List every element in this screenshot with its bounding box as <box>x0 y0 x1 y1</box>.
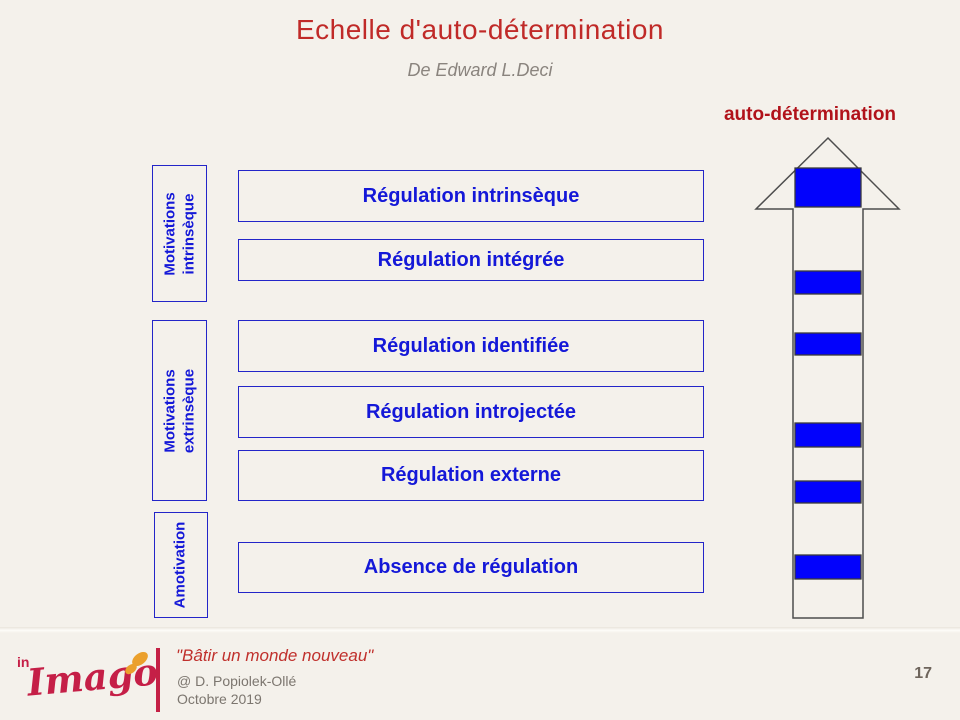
footer-quote: "Bâtir un monde nouveau" <box>176 646 374 665</box>
up-arrow <box>754 136 901 619</box>
arrow-band <box>794 480 862 504</box>
footer-divider <box>0 627 960 633</box>
scale-box-regulation-integree: Régulation intégrée <box>238 239 704 281</box>
scale-box-regulation-introjectee: Régulation introjectée <box>238 386 704 438</box>
scale-box-absence-de-regulation: Absence de régulation <box>238 542 704 593</box>
group-box-amotivation: Amotivation <box>154 512 208 618</box>
footer-accent-bar <box>156 648 160 712</box>
arrow-band <box>794 270 862 295</box>
arrow-band <box>794 422 862 448</box>
slide-title: Echelle d'auto-détermination <box>295 14 664 45</box>
logo-in-text: in <box>17 654 30 670</box>
group-box-motivations-extrinseque: Motivations extrinsèque <box>152 320 207 501</box>
arrow-outline <box>754 136 901 619</box>
scale-box-regulation-externe: Régulation externe <box>238 450 704 501</box>
footer-date: Octobre 2019 <box>177 691 262 707</box>
butterfly-icon <box>125 651 148 675</box>
group-box-motivations-intrinseque: Motivations intrinsèque <box>152 165 207 302</box>
arrow-band <box>794 332 862 356</box>
group-label-motivations-extrinseque: Motivations extrinsèque <box>160 368 197 453</box>
page-number: 17 <box>914 665 932 682</box>
slide-subtitle: De Edward L.Deci <box>407 60 553 80</box>
footer-credit: @ D. Popiolek-Ollé <box>177 673 297 689</box>
scale-box-regulation-intrinseque: Régulation intrinsèque <box>238 170 704 222</box>
arrow-band <box>794 554 862 580</box>
group-label-amotivation: Amotivation <box>171 521 189 609</box>
scale-box-regulation-identifiee: Régulation identifiée <box>238 320 704 372</box>
group-label-motivations-intrinseque: Motivations intrinsèque <box>160 191 197 276</box>
auto-determination-label: auto-détermination <box>723 104 897 125</box>
arrow-band <box>794 167 862 208</box>
